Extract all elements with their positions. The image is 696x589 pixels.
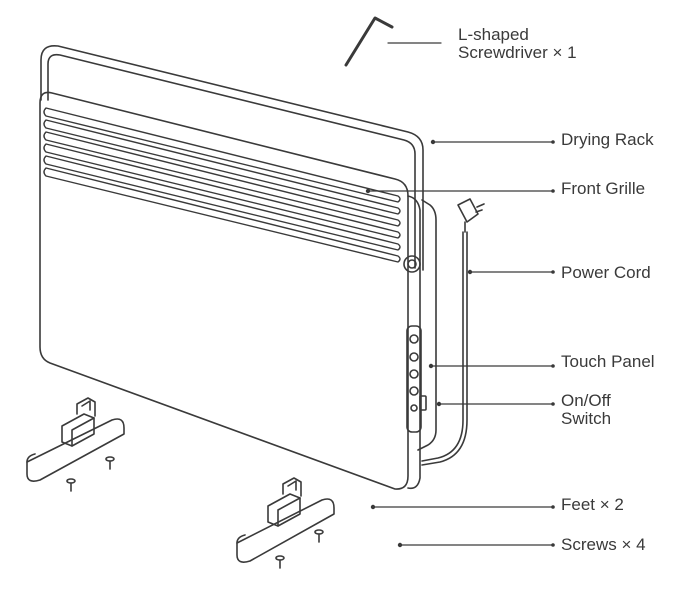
screw-4 (314, 529, 324, 543)
drying-rack (40, 44, 424, 271)
power-cord (421, 198, 485, 466)
l-shaped-screwdriver (344, 16, 394, 67)
rack-mount (403, 255, 421, 273)
leader-power-cord (467, 269, 555, 275)
heater-body (39, 91, 421, 490)
screw-1 (66, 478, 76, 492)
foot-left (26, 397, 125, 482)
leader-screws (397, 542, 555, 548)
foot-right (236, 477, 335, 563)
leader-feet (370, 504, 555, 510)
leader-drying-rack (430, 139, 555, 145)
label-screwdriver: L-shaped Screwdriver × 1 (458, 26, 577, 62)
label-feet: Feet × 2 (561, 495, 624, 514)
label-screwdriver-line1: L-shaped (458, 25, 529, 44)
label-onoff-line1: On/Off (561, 391, 611, 410)
label-screws: Screws × 4 (561, 535, 646, 554)
label-onoff-switch: On/Off Switch (561, 392, 611, 428)
touch-panel (406, 325, 422, 433)
label-front-grille: Front Grille (561, 179, 646, 198)
label-drying-rack: Drying Rack (561, 130, 654, 149)
screws (66, 456, 324, 569)
label-touch-panel: Touch Panel (561, 352, 655, 371)
leader-onoff-switch (436, 401, 555, 407)
onoff-switch (419, 395, 427, 411)
leader-front-grille (365, 188, 555, 194)
leader-touch-panel (428, 363, 555, 369)
screw-2 (105, 456, 115, 470)
label-onoff-line2: Switch (561, 409, 612, 428)
leader-lines (365, 42, 555, 548)
label-screwdriver-line2: Screwdriver × 1 (458, 43, 577, 62)
front-grille (43, 107, 401, 263)
heater-side-body (417, 199, 437, 451)
label-power-cord: Power Cord (561, 263, 651, 282)
screw-3 (275, 555, 285, 569)
